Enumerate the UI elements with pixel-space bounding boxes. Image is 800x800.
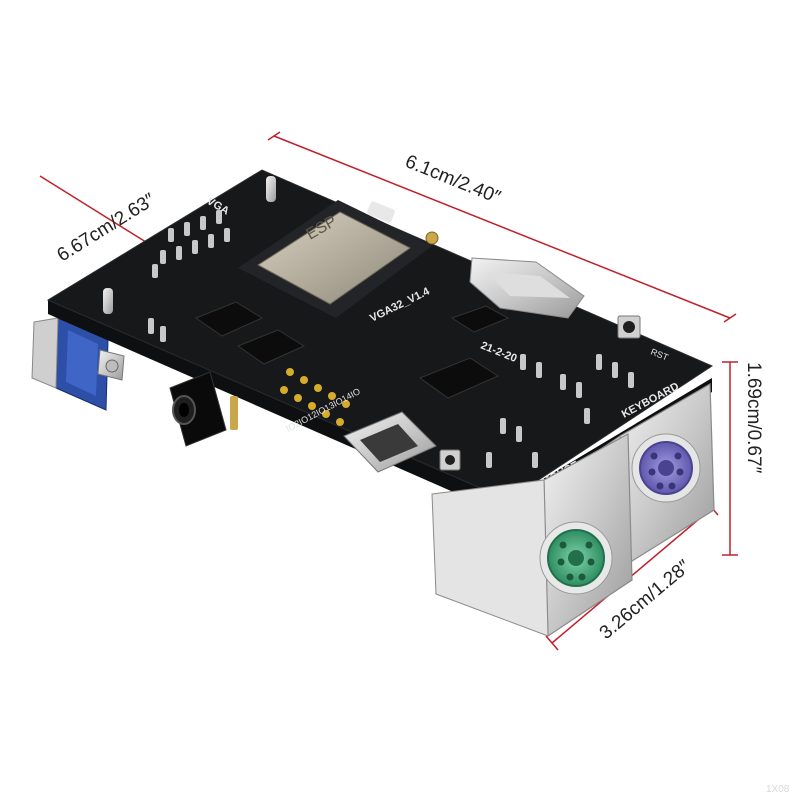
tactile-button xyxy=(439,449,461,471)
ic-chips xyxy=(194,301,510,399)
antenna-connector xyxy=(425,231,439,245)
vga32-board: VGA ESP VGA32_V1 xyxy=(31,169,715,638)
audio-jack xyxy=(169,371,238,447)
length-measure-tick-right xyxy=(723,313,737,323)
micro-usb-port xyxy=(343,411,437,473)
height-dimension-label: 1.69cm/0.67″ xyxy=(743,362,764,474)
boot-switch xyxy=(367,201,395,223)
depth-measure-tick-left xyxy=(545,635,559,651)
length-dimension-label: 6.1cm/2.40″ xyxy=(402,151,504,208)
standoff-posts xyxy=(103,176,276,314)
mouse-ps2-port xyxy=(431,433,633,638)
sd-card-slot xyxy=(469,257,585,319)
component-pins xyxy=(148,318,634,468)
watermark: 1X08 xyxy=(766,784,790,795)
gpio-pads xyxy=(280,368,350,426)
reset-button xyxy=(617,315,641,339)
vga-header-pins xyxy=(152,210,230,278)
vga-connector xyxy=(31,317,125,411)
length-measure-line xyxy=(273,135,731,319)
length-measure-tick-left xyxy=(267,131,281,141)
